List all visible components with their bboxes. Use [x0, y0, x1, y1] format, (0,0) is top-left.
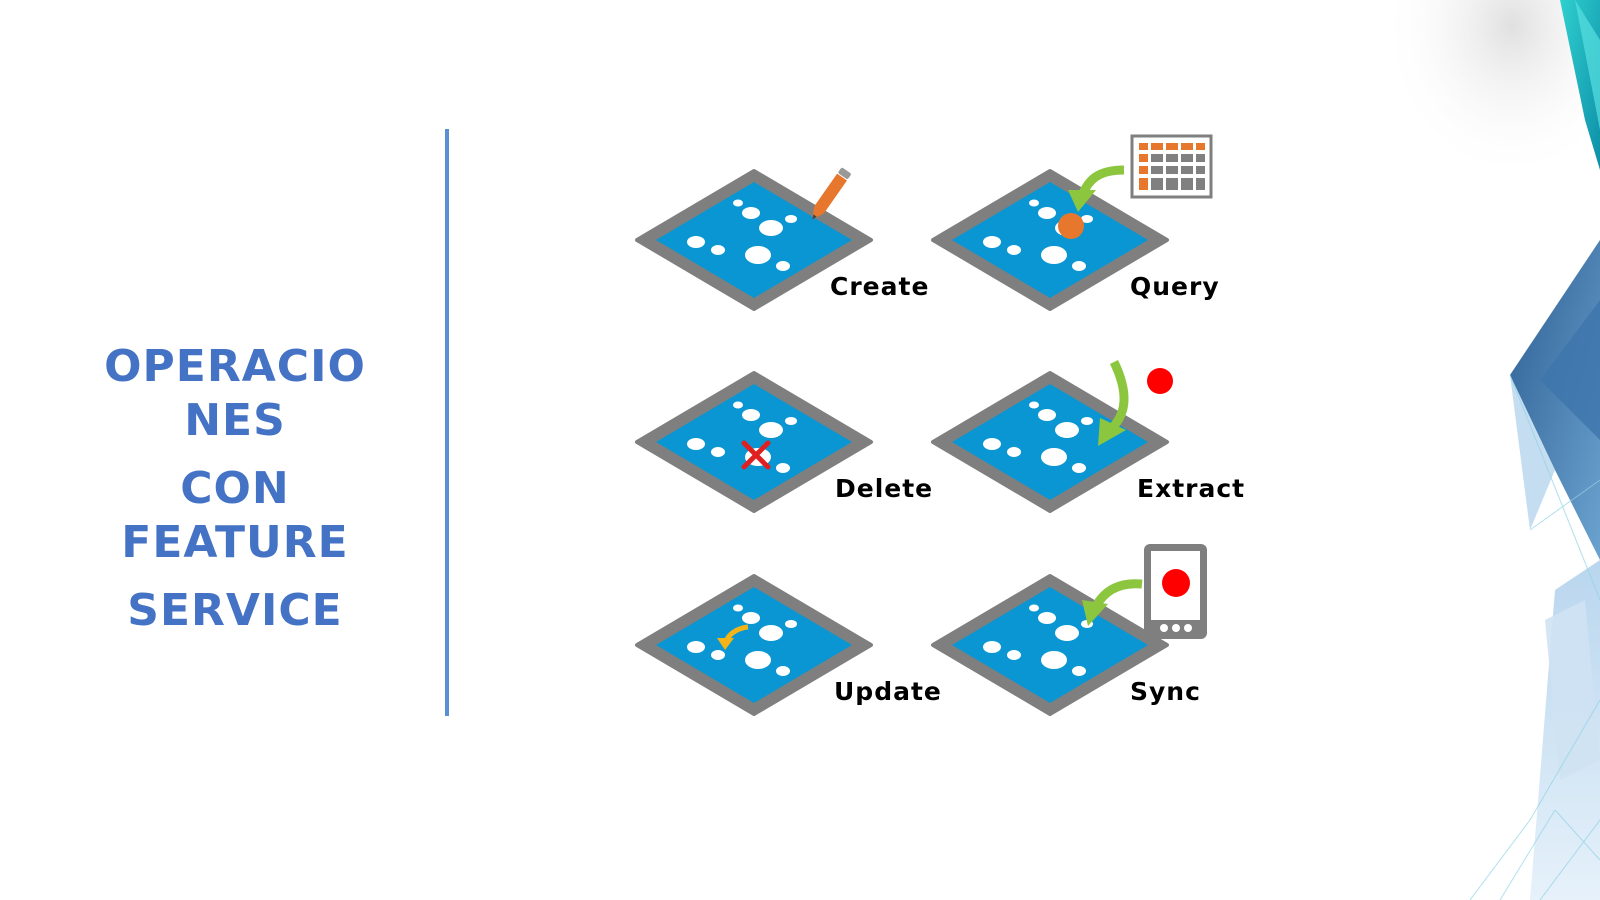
title-line: OPERACIO [104, 341, 366, 392]
title-line: NES [184, 395, 286, 446]
operation-label-sync: Sync [1130, 677, 1201, 706]
green-arrow-icon [1082, 579, 1143, 626]
operation-label-create: Create [830, 272, 930, 301]
extract-tile [931, 371, 1169, 513]
operation-label-extract: Extract [1137, 474, 1246, 503]
page-title: OPERACIO NES CON FEATURE SERVICE [60, 340, 410, 638]
pencil-icon [812, 167, 851, 220]
red-dot-icon [1147, 368, 1173, 394]
curved-arrow-icon [717, 624, 749, 650]
mobile-device-icon [1144, 544, 1207, 639]
operation-label-query: Query [1130, 272, 1220, 301]
operation-label-update: Update [834, 677, 942, 706]
title-line: SERVICE [127, 585, 343, 636]
table-icon [1130, 134, 1213, 199]
green-arrow-icon [1068, 165, 1125, 212]
operation-label-delete: Delete [835, 474, 934, 503]
vertical-divider [445, 129, 449, 716]
title-line: FEATURE [121, 517, 349, 568]
x-mark-icon [741, 440, 771, 470]
green-arrow-icon [1098, 360, 1129, 446]
decorative-polygon-art [1380, 0, 1600, 900]
title-line: CON [180, 463, 290, 514]
orange-dot-icon [1058, 213, 1084, 239]
